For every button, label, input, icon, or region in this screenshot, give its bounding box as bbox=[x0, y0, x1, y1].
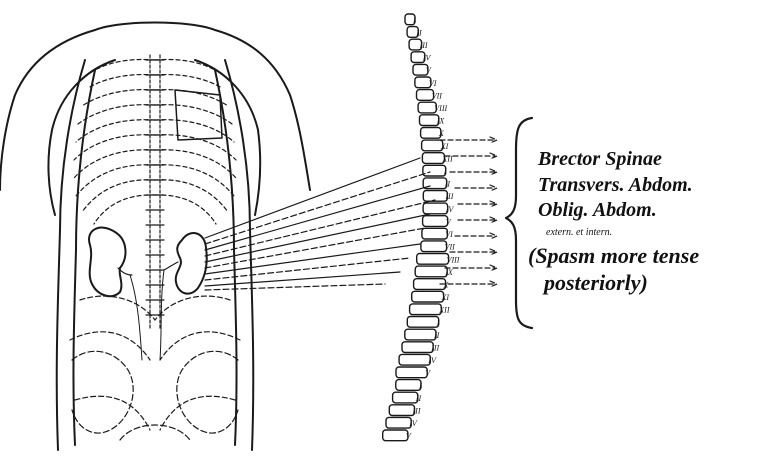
pelvis bbox=[72, 351, 238, 440]
curly-brace bbox=[506, 118, 532, 328]
vertebra bbox=[396, 367, 427, 378]
vertebra-label: II bbox=[415, 28, 422, 37]
vertebra bbox=[407, 317, 438, 328]
vertebra-label: XI bbox=[441, 293, 450, 302]
scapula-outline bbox=[175, 90, 222, 140]
vertebra-label: XII bbox=[438, 306, 450, 315]
vertebra bbox=[415, 266, 447, 277]
kidney-right bbox=[164, 233, 207, 294]
vertebra bbox=[423, 203, 448, 214]
vertebra-label: II bbox=[415, 394, 422, 403]
vertebra-label: X bbox=[443, 281, 450, 290]
vertebra bbox=[417, 254, 449, 265]
vertebra-label: I bbox=[436, 318, 440, 327]
vertebra-label: III bbox=[444, 192, 453, 201]
vertebra-label: V bbox=[425, 369, 431, 378]
vertebra bbox=[402, 342, 433, 353]
vertebra-label: II bbox=[444, 180, 451, 189]
vertebra-label: IV bbox=[427, 356, 437, 365]
spinal-column: IIIIIIIVVVIVIIVIIIIXXXIXIIIIIIIIIVVVIVII… bbox=[383, 14, 460, 441]
vertebra-label: XI bbox=[440, 142, 449, 151]
vertebra-label: III bbox=[430, 344, 439, 353]
vertebra-label: III bbox=[419, 41, 428, 50]
vertebra-label: X bbox=[438, 129, 445, 138]
annotation-transvers-abdom: Transvers. Abdom. bbox=[538, 174, 693, 197]
vertebra-label: VI bbox=[445, 230, 453, 239]
vertebra-label: II bbox=[433, 331, 440, 340]
vertebra-label: V bbox=[446, 217, 452, 226]
vertebra bbox=[386, 417, 411, 428]
vertebra-label: I bbox=[412, 16, 416, 25]
annotation-extern-intern: extern. et intern. bbox=[546, 227, 612, 238]
nerve-lines bbox=[205, 158, 435, 290]
vertebra-label: IV bbox=[408, 419, 418, 428]
vertebra bbox=[405, 329, 436, 340]
annotation-spasm: (Spasm more tense bbox=[528, 243, 699, 269]
annotation-erector-spinae: Brector Spinae bbox=[538, 148, 662, 171]
abdominal-contours bbox=[70, 296, 240, 430]
vertebra-label: VIII bbox=[434, 104, 447, 113]
vertebra-label: V bbox=[426, 66, 432, 75]
vertebra bbox=[389, 405, 414, 416]
annotation-oblig-abdom: Oblig. Abdom. bbox=[538, 199, 657, 222]
vertebra bbox=[410, 304, 442, 315]
vertebra-label: V bbox=[406, 432, 412, 441]
vertebra bbox=[412, 291, 444, 302]
vertebra-label: VI bbox=[429, 79, 437, 88]
vertebra-label: IV bbox=[422, 54, 432, 63]
vertebra-label: IX bbox=[436, 117, 446, 126]
torso-spine bbox=[146, 55, 164, 330]
vertebra bbox=[421, 241, 447, 252]
vertebra-label: I bbox=[443, 167, 447, 176]
vertebra-label: III bbox=[412, 407, 421, 416]
vertebra bbox=[399, 354, 430, 365]
vertebra bbox=[422, 228, 448, 239]
vertebra bbox=[422, 140, 443, 151]
vertebra bbox=[422, 153, 444, 164]
vertebra-label: IV bbox=[445, 205, 455, 214]
vertebra bbox=[383, 430, 408, 441]
vertebra-label: IX bbox=[444, 268, 454, 277]
vertebra bbox=[393, 392, 418, 403]
kidney-left bbox=[89, 228, 132, 297]
torso-outline bbox=[0, 23, 310, 451]
annotation-posteriorly: posteriorly) bbox=[544, 270, 648, 296]
vertebra-label: VII bbox=[432, 91, 443, 100]
ribs bbox=[74, 59, 236, 224]
vertebra-label: I bbox=[418, 381, 422, 390]
vertebra bbox=[423, 216, 448, 227]
vertebra-label: VII bbox=[445, 243, 456, 252]
vertebra bbox=[423, 165, 446, 176]
vertebra-label: VIII bbox=[447, 255, 460, 264]
vertebra bbox=[396, 380, 421, 391]
vertebra bbox=[421, 128, 441, 139]
